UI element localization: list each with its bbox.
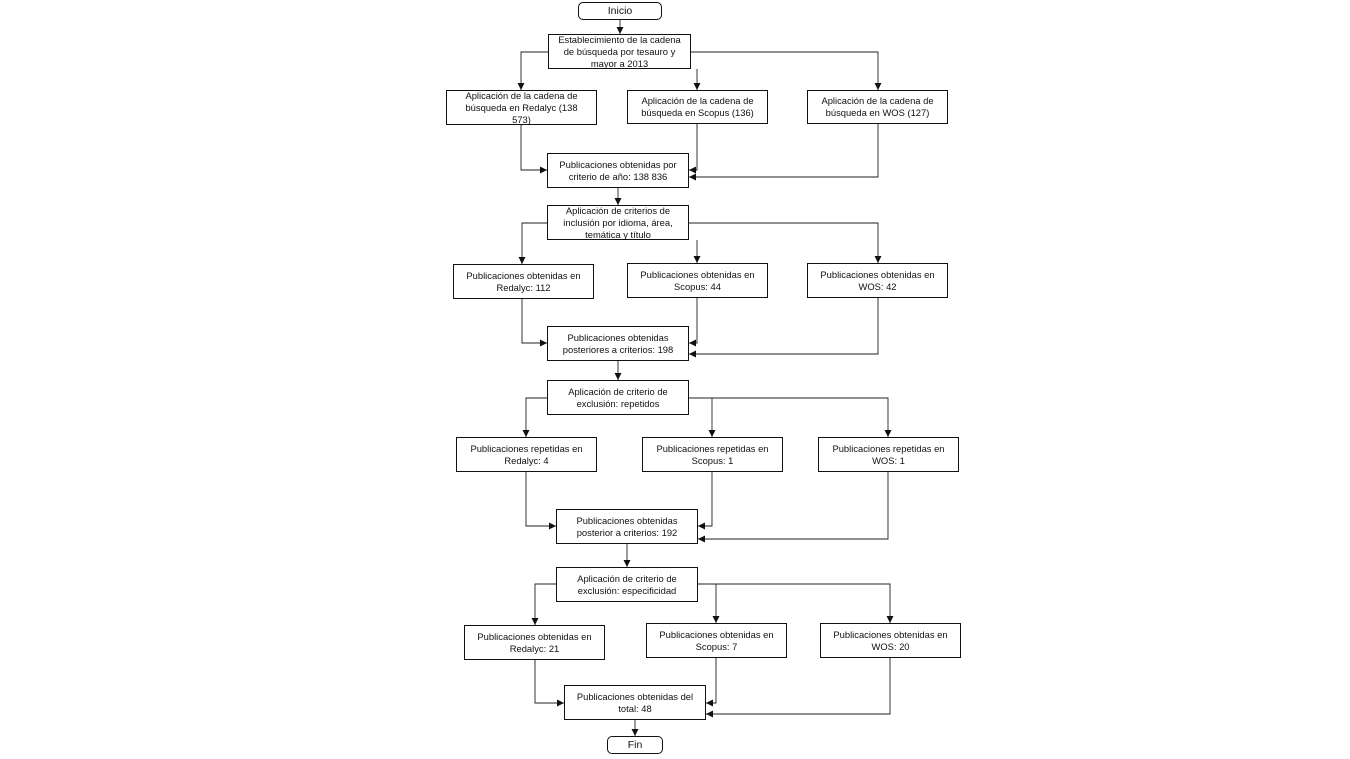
node-inclusion-label: Aplicación de criterios de inclusión por… [563, 204, 673, 240]
connector-arrow-19 [525, 472, 556, 530]
node-inc-redalyc: Publicaciones obtenidas en Redalyc: 112 [453, 264, 594, 299]
node-total-label: Publicaciones obtenidas del total: 48 [576, 690, 694, 714]
node-inc-scopus-label: Publicaciones obtenidas en Scopus: 44 [640, 268, 755, 292]
connector-arrow-5 [520, 125, 547, 174]
node-rep-wos-label: Publicaciones repetidas en WOS: 1 [832, 442, 945, 466]
node-post-criterios-2-label: Publicaciones obtenidas posterior a crit… [576, 514, 678, 538]
connector-arrow-7 [689, 124, 879, 181]
node-inc-wos: Publicaciones obtenidas en WOS: 42 [807, 263, 948, 298]
node-inc-redalyc-label: Publicaciones obtenidas en Redalyc: 112 [466, 269, 581, 293]
connector-arrow-25 [698, 583, 894, 623]
node-rep-scopus: Publicaciones repetidas en Scopus: 1 [642, 437, 783, 472]
connector-arrow-26 [534, 660, 564, 707]
connector-arrow-12 [521, 299, 547, 347]
connector-arrow-27 [706, 658, 717, 707]
node-pub-anio-label: Publicaciones obtenidas por criterio de … [559, 158, 677, 182]
node-inclusion: Aplicación de criterios de inclusión por… [547, 205, 689, 240]
node-esp-wos-label: Publicaciones obtenidas en WOS: 20 [833, 628, 948, 652]
connector-arrow-28 [706, 658, 891, 718]
node-post-criterios-label: Publicaciones obtenidas posteriores a cr… [562, 331, 674, 355]
connector-arrow-18 [689, 397, 892, 437]
node-rep-redalyc-label: Publicaciones repetidas en Redalyc: 4 [470, 442, 583, 466]
node-app-wos-label: Aplicación de la cadena de búsqueda en W… [821, 95, 934, 118]
node-exclusion-repetidos: Aplicación de criterio de exclusión: rep… [547, 380, 689, 415]
connector-arrow-2 [517, 51, 548, 90]
node-inc-scopus: Publicaciones obtenidas en Scopus: 44 [627, 263, 768, 298]
node-cadena-label: Establecimiento de la cadena de búsqueda… [558, 33, 681, 69]
node-rep-wos: Publicaciones repetidas en WOS: 1 [818, 437, 959, 472]
connector-arrow-6 [689, 124, 698, 174]
node-exclusion-especificidad: Aplicación de criterio de exclusión: esp… [556, 567, 698, 602]
node-exclusion-especificidad-label: Aplicación de criterio de exclusión: esp… [577, 572, 677, 596]
node-esp-scopus-label: Publicaciones obtenidas en Scopus: 7 [659, 628, 774, 652]
node-exclusion-repetidos-label: Aplicación de criterio de exclusión: rep… [568, 385, 668, 409]
connector-arrow-11 [689, 222, 882, 263]
node-esp-wos: Publicaciones obtenidas en WOS: 20 [820, 623, 961, 658]
connector-arrow-9 [518, 222, 547, 264]
node-esp-redalyc-label: Publicaciones obtenidas en Redalyc: 21 [477, 630, 592, 654]
node-post-criterios: Publicaciones obtenidas posteriores a cr… [547, 326, 689, 361]
node-fin: Fin [607, 736, 663, 754]
node-inc-wos-label: Publicaciones obtenidas en WOS: 42 [820, 268, 935, 292]
node-rep-scopus-label: Publicaciones repetidas en Scopus: 1 [656, 442, 769, 466]
node-rep-redalyc: Publicaciones repetidas en Redalyc: 4 [456, 437, 597, 472]
connector-arrow-4 [691, 51, 882, 90]
node-app-redalyc: Aplicación de la cadena de búsqueda en R… [446, 90, 597, 125]
node-inicio-label: Inicio [607, 5, 633, 17]
node-app-redalyc-label: Aplicación de la cadena de búsqueda en R… [465, 89, 578, 125]
connector-arrow-14 [689, 298, 879, 358]
connector-arrow-21 [698, 472, 889, 543]
node-cadena: Establecimiento de la cadena de búsqueda… [548, 34, 691, 69]
node-app-scopus-label: Aplicación de la cadena de búsqueda en S… [641, 95, 754, 118]
node-esp-scopus: Publicaciones obtenidas en Scopus: 7 [646, 623, 787, 658]
node-post-criterios-2: Publicaciones obtenidas posterior a crit… [556, 509, 698, 544]
connector-arrow-23 [531, 583, 556, 625]
node-fin-label: Fin [627, 739, 643, 751]
connector-arrow-16 [522, 397, 547, 437]
node-app-wos: Aplicación de la cadena de búsqueda en W… [807, 90, 948, 124]
node-inicio: Inicio [578, 2, 662, 20]
node-app-scopus: Aplicación de la cadena de búsqueda en S… [627, 90, 768, 124]
connector-arrow-13 [689, 298, 698, 347]
node-esp-redalyc: Publicaciones obtenidas en Redalyc: 21 [464, 625, 605, 660]
connector-arrow-20 [698, 472, 713, 530]
node-pub-anio: Publicaciones obtenidas por criterio de … [547, 153, 689, 188]
node-total: Publicaciones obtenidas del total: 48 [564, 685, 706, 720]
